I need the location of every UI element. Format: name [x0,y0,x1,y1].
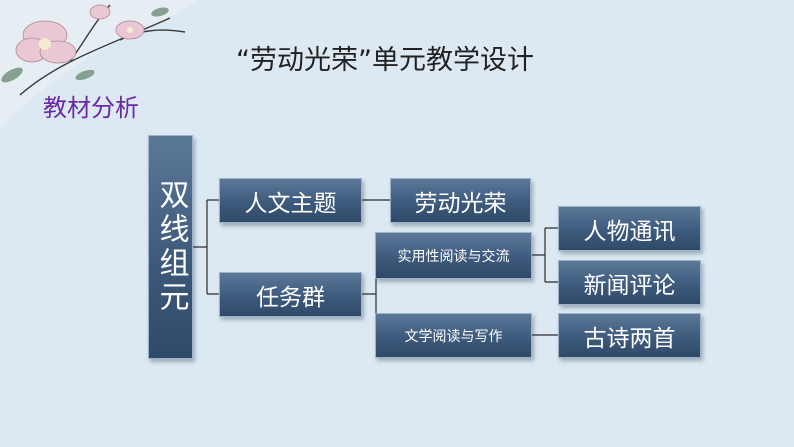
flower-decoration [0,0,200,130]
page-title: “劳动光荣”单元教学设计 [236,45,534,76]
item-node: 古诗两首 [558,313,701,358]
literary-reading-node: 文学阅读与写作 [375,313,532,358]
root-label: 双线组元 [153,179,189,315]
section-heading: 教材分析 [43,94,139,122]
theme-node: 人文主题 [219,178,362,223]
task-node: 任务群 [219,272,362,317]
item-node: 新闻评论 [558,260,701,305]
item-node: 人物通讯 [558,206,701,251]
theme-value-node: 劳动光荣 [390,178,531,223]
root-node: 双线组元 [148,135,193,359]
practical-reading-node: 实用性阅读与交流 [375,232,532,279]
